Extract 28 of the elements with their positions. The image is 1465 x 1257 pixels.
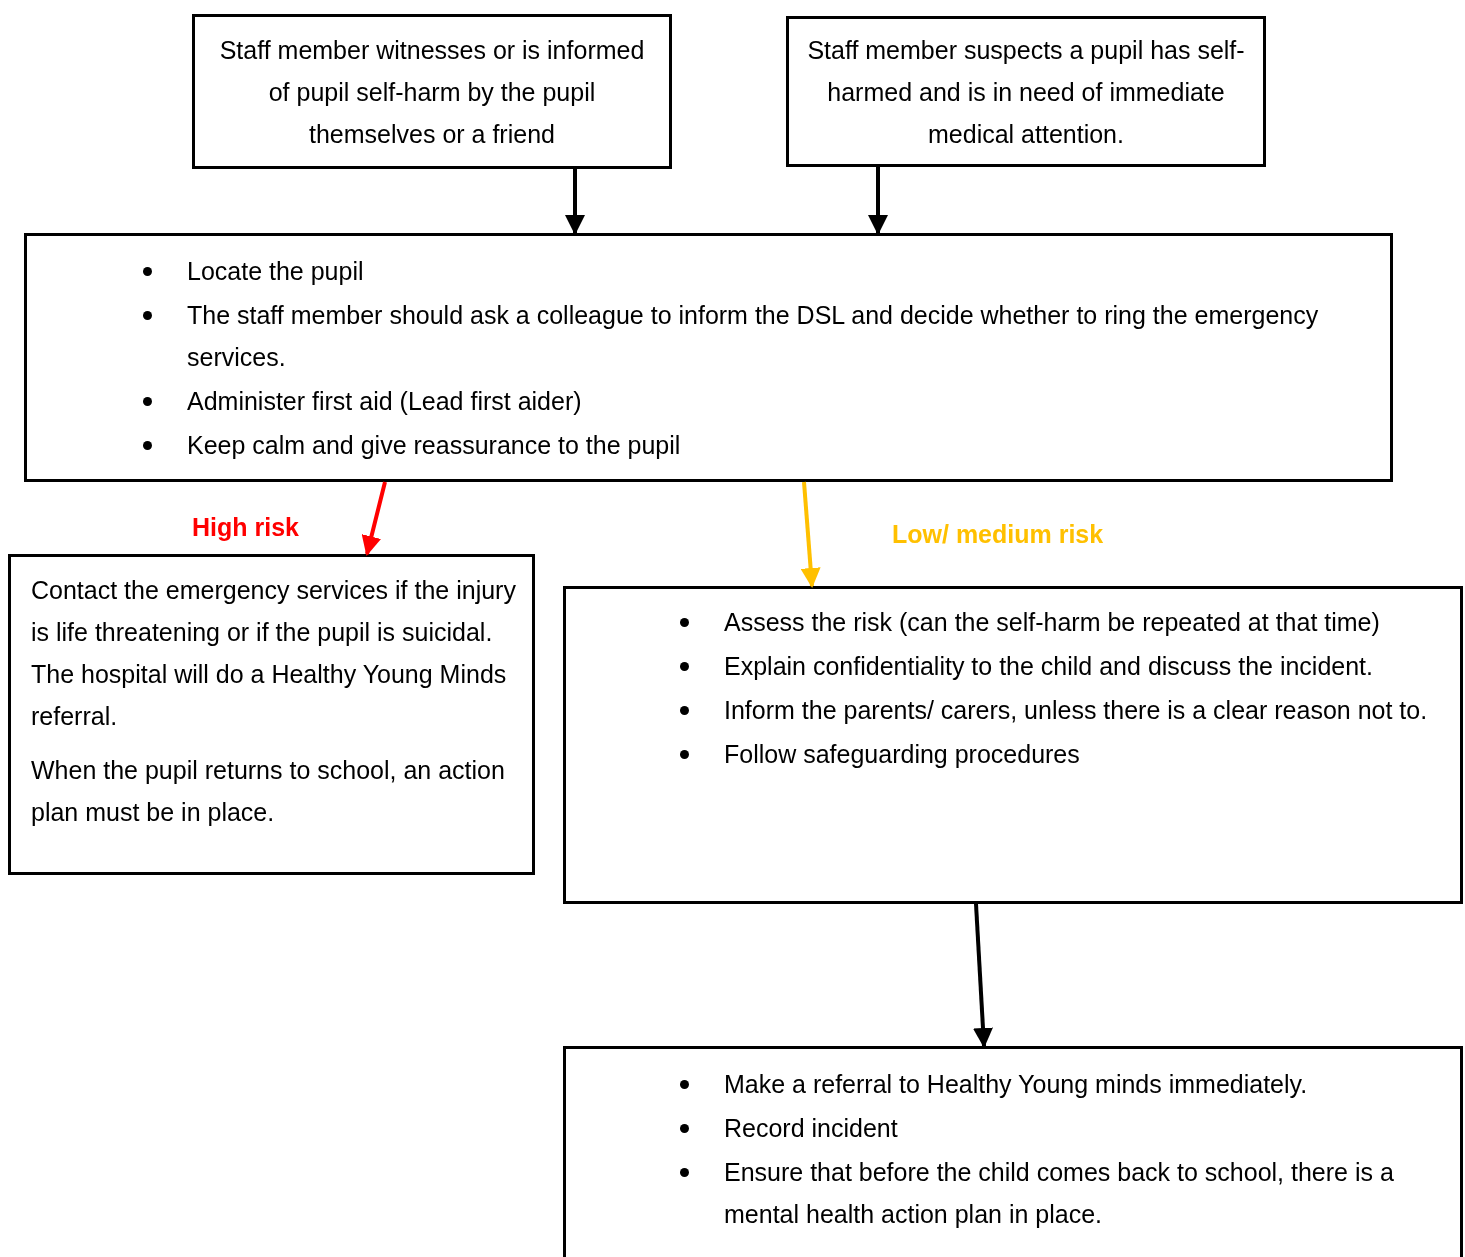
process-box — [8, 554, 535, 875]
arrow — [800, 481, 821, 588]
edge-label: High risk — [192, 512, 299, 543]
process-box — [192, 14, 672, 169]
process-box — [24, 233, 1393, 482]
box-text: Staff member suspects a pupil has self-harmed and is in need of immediate medical attention. — [806, 34, 1246, 150]
bullet-item: Make a referral to Healthy Young minds immediately. — [724, 1070, 1308, 1098]
bullet-item: The staff member should ask a colleague to inform the DSL and decide whether to ring the emergency services. — [187, 301, 1319, 371]
bullet-item: Keep calm and give reassurance to the pupil — [187, 431, 681, 459]
bullet-item: Follow safeguarding procedures — [724, 740, 1080, 768]
paragraph-text: Contact the emergency services if the injury is life threatening or if the pupil is suicidal. The hospital will do a Healthy Young Minds referral. — [31, 575, 516, 732]
arrow — [565, 169, 585, 235]
bullet-item: Ensure that before the child comes back to school, there is a mental health action plan in place. — [724, 1158, 1394, 1228]
box-text: Staff member witnesses or is informed of pupil self-harm by the pupil themselves or a friend — [218, 34, 646, 150]
process-box — [563, 586, 1463, 904]
bullet-item: Inform the parents/ carers, unless there is a clear reason not to. — [724, 696, 1428, 724]
bullet-item: Explain confidentiality to the child and discuss the incident. — [724, 652, 1373, 680]
process-box — [563, 1046, 1463, 1257]
bullet-item: Administer first aid (Lead first aider) — [187, 387, 582, 415]
arrow — [361, 481, 387, 556]
bullet-item: Locate the pupil — [187, 257, 364, 285]
process-box — [786, 16, 1266, 167]
arrow — [973, 903, 993, 1048]
edge-label: Low/ medium risk — [892, 519, 1104, 550]
arrow — [868, 167, 888, 235]
bullet-item: Record incident — [724, 1114, 898, 1142]
bullet-item: Assess the risk (can the self-harm be repeated at that time) — [724, 608, 1380, 636]
paragraph-text: When the pupil returns to school, an action plan must be in place. — [31, 755, 506, 828]
